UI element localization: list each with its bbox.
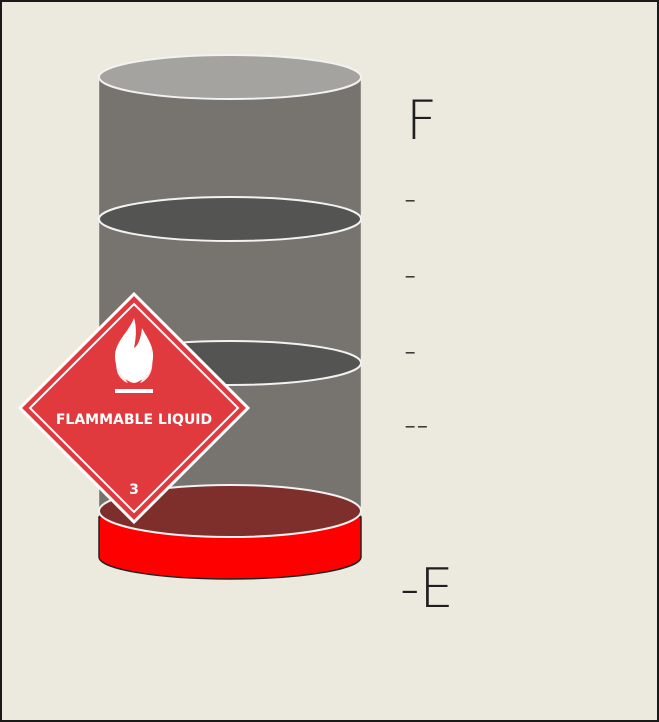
tank-top <box>99 55 361 99</box>
tick-label-3: - <box>404 334 416 368</box>
full-label: F <box>406 94 437 148</box>
tick-label-2: - <box>404 258 416 292</box>
tick-label-4: -- <box>404 408 429 442</box>
tick-label-1: - <box>404 182 416 216</box>
placard-label: FLAMMABLE LIQUID <box>56 412 212 428</box>
level-ring-upper <box>99 197 361 241</box>
placard-class-number: 3 <box>129 482 139 498</box>
empty-label: -E <box>400 562 454 616</box>
